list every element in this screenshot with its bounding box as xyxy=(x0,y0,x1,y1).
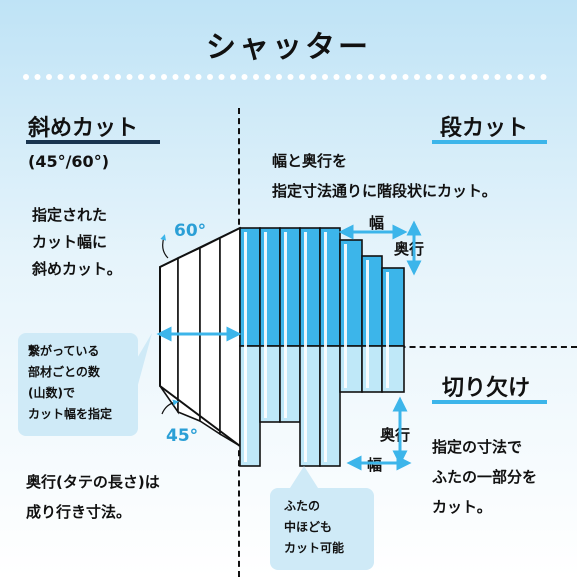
divider-dot xyxy=(368,74,374,80)
diagonal-cut-callout: 繋がっている 部材ごとの数 (山数)で カット幅を指定 xyxy=(18,333,138,436)
divider-dot xyxy=(126,74,133,80)
divider-dot xyxy=(437,74,443,80)
divider-dot xyxy=(460,74,466,80)
divider-dot xyxy=(425,74,432,80)
diagonal-cut-heading: 斜めカット xyxy=(28,116,139,141)
page-title: シャッター xyxy=(206,30,371,65)
angle-60-label: 60° xyxy=(174,221,207,241)
divider-dot xyxy=(264,74,271,80)
divider-dot xyxy=(149,74,156,80)
notch-underline xyxy=(432,400,547,404)
dotted-divider xyxy=(23,74,547,80)
angle-45-arc xyxy=(161,399,179,415)
step-cut-slats xyxy=(239,227,405,347)
divider-dot xyxy=(310,74,317,80)
diagonal-cut-slats xyxy=(159,226,241,448)
divider-dot xyxy=(46,74,52,80)
divider-dot xyxy=(230,74,236,80)
divider-dot xyxy=(494,74,501,80)
divider-dot xyxy=(69,74,75,80)
step-depth-label: 奥行 xyxy=(394,240,425,258)
divider-dot xyxy=(471,74,478,80)
depth-note: 奥行(タテの長さ)は 成り行き寸法。 xyxy=(26,473,160,521)
divider-dot xyxy=(23,74,29,80)
divider-dot xyxy=(241,74,248,80)
diagonal-cut-outline xyxy=(159,227,241,447)
divider-dot xyxy=(103,74,110,80)
step-cut-heading: 段カット xyxy=(440,116,529,141)
divider-dot xyxy=(207,74,213,80)
notch-callout: ふたの 中ほども カット可能 xyxy=(270,488,374,570)
divider-dot xyxy=(529,74,535,80)
divider-dot xyxy=(540,74,547,80)
notch-depth-label: 奥行 xyxy=(380,426,411,444)
divider-dot xyxy=(333,74,340,80)
step-width-label: 幅 xyxy=(369,214,385,232)
diagonal-cut-underline xyxy=(26,140,160,144)
divider-dot xyxy=(218,74,225,80)
diagonal-cut-description: 指定された カット幅に 斜めカット。 xyxy=(32,206,122,278)
divider-dot xyxy=(414,74,420,80)
divider-dot xyxy=(276,74,282,80)
notch-callout-pointer xyxy=(290,466,318,488)
divider-dot xyxy=(172,74,179,80)
step-cut-underline xyxy=(432,140,547,144)
angle-45-label: 45° xyxy=(166,426,199,446)
horizontal-divider xyxy=(238,346,577,348)
divider-dot xyxy=(506,74,512,80)
divider-dot xyxy=(379,74,386,80)
notch-description: 指定の寸法で ふたの一部分を カット。 xyxy=(432,438,538,516)
divider-dot xyxy=(138,74,144,80)
divider-dot xyxy=(80,74,87,80)
divider-dot xyxy=(448,74,455,80)
angle-60-arc xyxy=(160,234,169,259)
divider-dot xyxy=(34,74,41,80)
notch-width-label: 幅 xyxy=(367,456,383,474)
divider-dot xyxy=(345,74,351,80)
divider-dot xyxy=(402,74,409,80)
diagonal-callout-pointer xyxy=(136,333,152,392)
notch-slats xyxy=(239,345,405,467)
divider-dot xyxy=(483,74,489,80)
diagonal-cut-subheading: (45°/60°) xyxy=(28,152,109,171)
divider-dot xyxy=(57,74,64,80)
step-cut-description: 幅と奥行を 指定寸法通りに階段状にカット。 xyxy=(272,152,497,200)
divider-dot xyxy=(517,74,524,80)
divider-dot xyxy=(115,74,121,80)
divider-dot xyxy=(92,74,98,80)
notch-callout-text: ふたの 中ほども カット可能 xyxy=(284,499,345,555)
divider-dot xyxy=(391,74,397,80)
diagonal-cut-callout-text: 繋がっている 部材ごとの数 (山数)で カット幅を指定 xyxy=(28,344,113,421)
divider-dot xyxy=(253,74,259,80)
divider-dot xyxy=(161,74,167,80)
divider-dot xyxy=(299,74,305,80)
divider-dot xyxy=(184,74,190,80)
divider-dot xyxy=(195,74,202,80)
vertical-divider xyxy=(238,108,240,577)
notch-heading: 切り欠け xyxy=(442,376,531,401)
divider-dot xyxy=(356,74,363,80)
divider-dot xyxy=(287,74,294,80)
divider-dot xyxy=(322,74,328,80)
